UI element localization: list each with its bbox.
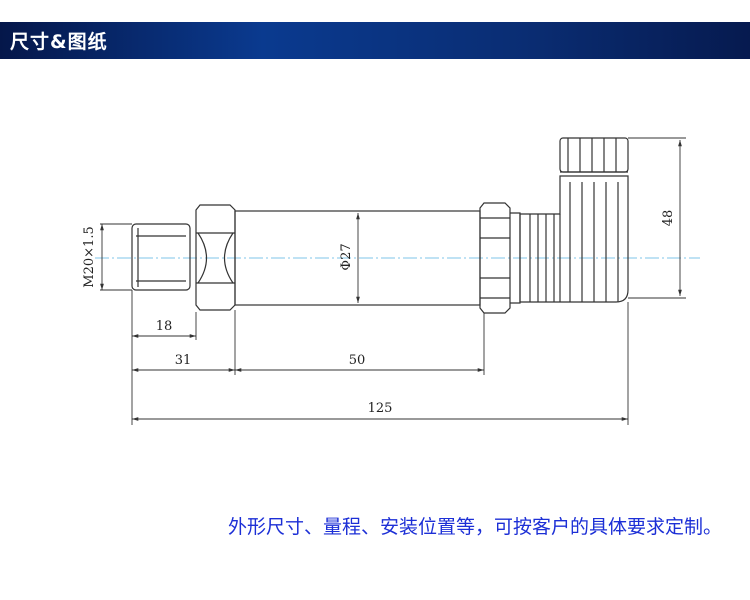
customization-note: 外形尺寸、量程、安装位置等，可按客户的具体要求定制。 [227,516,722,538]
height-label: 48 [661,210,676,227]
threaded-end [131,223,191,291]
collar-nut [479,202,511,314]
section-title: 尺寸&图纸 [10,31,108,53]
total-length-label: 125 [368,401,393,416]
thread-length-label: 18 [156,319,173,334]
section-header: 尺寸&图纸 [0,22,750,59]
hex-offset-label: 31 [175,353,192,368]
body-length-label: 50 [349,353,366,368]
diameter-label: Φ27 [339,243,354,270]
thread-label: M20×1.5 [82,226,97,287]
connector-cap [559,137,629,173]
connector-housing [510,175,629,304]
